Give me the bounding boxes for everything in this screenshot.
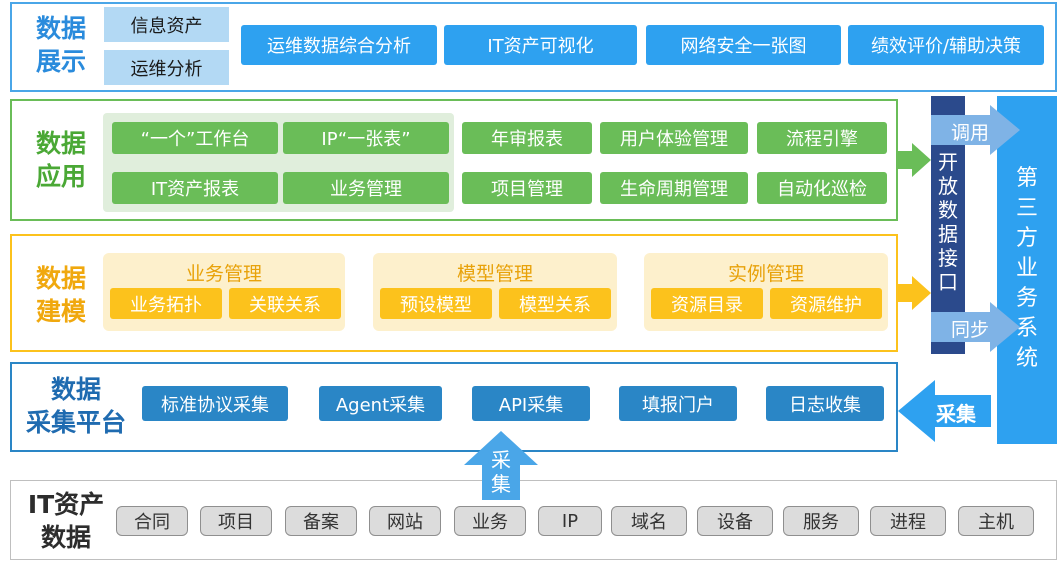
sync-label: 同步 <box>950 319 989 341</box>
annual-report-button[interactable]: 年审报表 <box>462 122 592 154</box>
ip-table-button[interactable]: IP“一张表” <box>283 122 449 154</box>
auto-inspection-button[interactable]: 自动化巡检 <box>757 172 887 204</box>
modeling-group-instance-title: 实例管理 <box>727 263 804 285</box>
collect-left-label: 采集 <box>936 402 976 426</box>
resource-catalog-button[interactable]: 资源目录 <box>651 288 763 319</box>
collection-title: 数据 采集平台 <box>25 375 126 437</box>
asset-business[interactable]: 业务 <box>454 506 526 536</box>
modeling-title: 数据 建模 <box>35 264 86 326</box>
preset-model-button[interactable]: 预设模型 <box>380 288 492 319</box>
lifecycle-mgmt-button[interactable]: 生命周期管理 <box>600 172 748 204</box>
display-sub-ops-analysis[interactable]: 运维分析 <box>104 50 229 85</box>
third-party-label: 第 三 方 业 务 系 统 <box>1015 166 1038 371</box>
modeling-group-model-title: 模型管理 <box>456 263 533 285</box>
ops-data-analysis-button[interactable]: 运维数据综合分析 <box>241 25 437 65</box>
api-collect-button[interactable]: API采集 <box>472 386 590 421</box>
asset-website[interactable]: 网站 <box>369 506 441 536</box>
agent-collect-button[interactable]: Agent采集 <box>319 386 442 421</box>
fill-portal-button[interactable]: 填报门户 <box>619 386 737 421</box>
collect-up-label: 采 集 <box>491 448 511 496</box>
business-mgmt-button[interactable]: 业务管理 <box>283 172 449 204</box>
log-collect-button[interactable]: 日志收集 <box>766 386 884 421</box>
project-mgmt-button[interactable]: 项目管理 <box>462 172 592 204</box>
application-title: 数据 应用 <box>35 129 86 191</box>
asset-contract[interactable]: 合同 <box>116 506 188 536</box>
asset-process[interactable]: 进程 <box>870 506 946 536</box>
workflow-engine-button[interactable]: 流程引擎 <box>757 122 887 154</box>
assets-title: IT资产 数据 <box>27 490 105 552</box>
asset-domain[interactable]: 域名 <box>611 506 687 536</box>
model-relation-button[interactable]: 模型关系 <box>499 288 611 319</box>
it-asset-visual-button[interactable]: IT资产可视化 <box>444 25 637 65</box>
display-title: 数据 展示 <box>35 14 86 76</box>
workbench-button[interactable]: “一个”工作台 <box>112 122 278 154</box>
business-topology-button[interactable]: 业务拓扑 <box>110 288 222 319</box>
call-label: 调用 <box>950 122 989 144</box>
network-security-map-button[interactable]: 网络安全一张图 <box>646 25 841 65</box>
asset-ip[interactable]: IP <box>538 506 602 536</box>
display-sub-info-assets[interactable]: 信息资产 <box>104 7 229 42</box>
modeling-group-business-title: 业务管理 <box>185 263 262 285</box>
asset-project[interactable]: 项目 <box>200 506 272 536</box>
std-protocol-collect-button[interactable]: 标准协议采集 <box>142 386 288 421</box>
application-arrow-icon <box>898 143 931 177</box>
modeling-arrow-icon <box>898 276 931 310</box>
open-api-label: 开 放 数 据 接 口 <box>938 150 958 294</box>
asset-service[interactable]: 服务 <box>783 506 859 536</box>
asset-host[interactable]: 主机 <box>958 506 1034 536</box>
performance-decision-button[interactable]: 绩效评价/辅助决策 <box>848 25 1044 65</box>
relation-button[interactable]: 关联关系 <box>229 288 341 319</box>
it-asset-report-button[interactable]: IT资产报表 <box>112 172 278 204</box>
asset-device[interactable]: 设备 <box>697 506 773 536</box>
resource-maintain-button[interactable]: 资源维护 <box>770 288 882 319</box>
user-experience-button[interactable]: 用户体验管理 <box>600 122 748 154</box>
asset-filing[interactable]: 备案 <box>285 506 357 536</box>
